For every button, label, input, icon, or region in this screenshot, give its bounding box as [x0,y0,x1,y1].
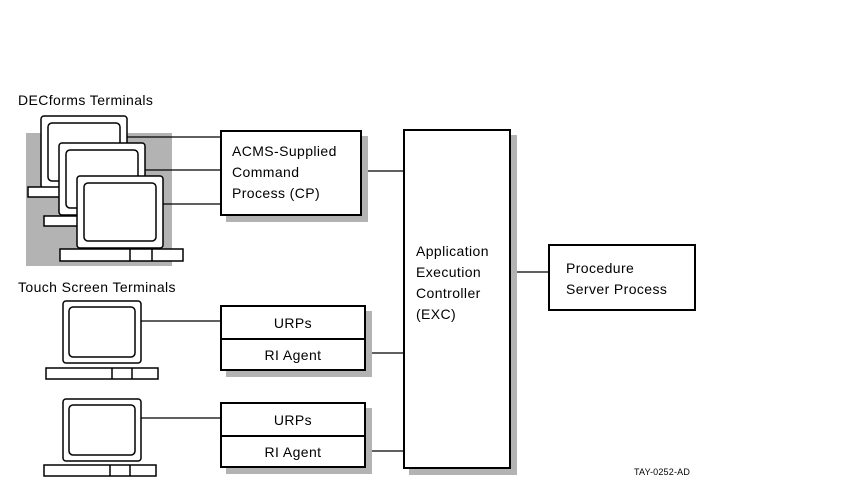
procedure-server-box: Procedure Server Process [548,244,696,311]
ri-agent-label-bottom: RI Agent [264,444,322,460]
exc-label-line-3: Controller [416,285,481,301]
cp-box: ACMS-Supplied Command Process (CP) [220,130,362,216]
figure-id-label: TAY-0252-AD [634,467,691,477]
touch-terminal-2 [43,398,157,477]
urp-box-bottom: URPs [220,402,366,437]
cp-label-line-1: ACMS-Supplied [232,143,337,159]
exc-box: Application Execution Controller (EXC) [403,129,511,469]
ri-agent-label-top: RI Agent [264,347,322,363]
urp-label-top: URPs [273,315,313,331]
cp-label-line-3: Process (CP) [232,185,321,201]
ri-agent-box-top: RI Agent [220,338,366,371]
decforms-group-label: DECforms Terminals [18,92,154,108]
exc-label-line-4: (EXC) [416,306,457,322]
procedure-label-line-2: Server Process [566,281,668,297]
touch-group-label: Touch Screen Terminals [18,279,176,295]
exc-label-line-2: Execution [416,264,482,280]
urp-box-top: URPs [220,305,366,340]
decforms-terminal-3 [59,175,184,262]
ri-agent-box-bottom: RI Agent [220,435,366,468]
procedure-label-line-1: Procedure [566,260,635,276]
cp-label-line-2: Command [232,164,300,180]
exc-label-line-1: Application [416,243,489,259]
urp-label-bottom: URPs [273,412,313,428]
touch-terminal-1 [45,300,159,380]
